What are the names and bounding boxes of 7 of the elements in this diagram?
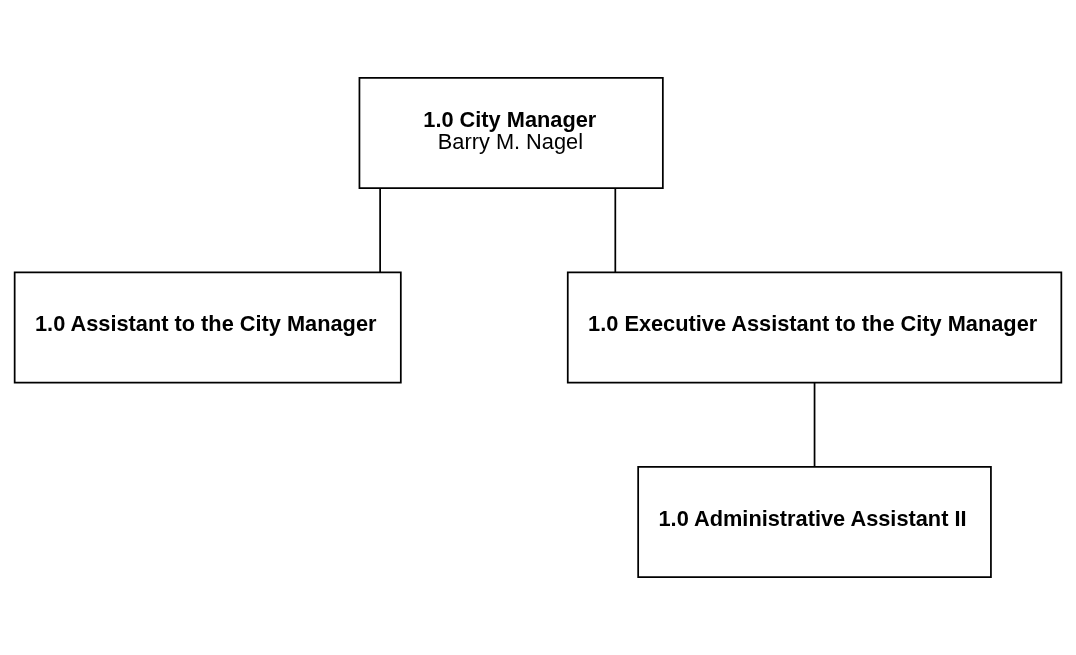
connector	[379, 187, 381, 273]
node-box: 1.0 Administrative Assistant II	[637, 466, 992, 579]
node-box: 1.0 Executive Assistant to the City Manager	[566, 271, 1063, 384]
connector	[813, 381, 816, 468]
node-box: 1.0 City Manager Barry M. Nagel	[358, 76, 664, 189]
node-box: 1.0 Assistant to the City Manager	[13, 271, 402, 384]
connector	[614, 187, 617, 273]
